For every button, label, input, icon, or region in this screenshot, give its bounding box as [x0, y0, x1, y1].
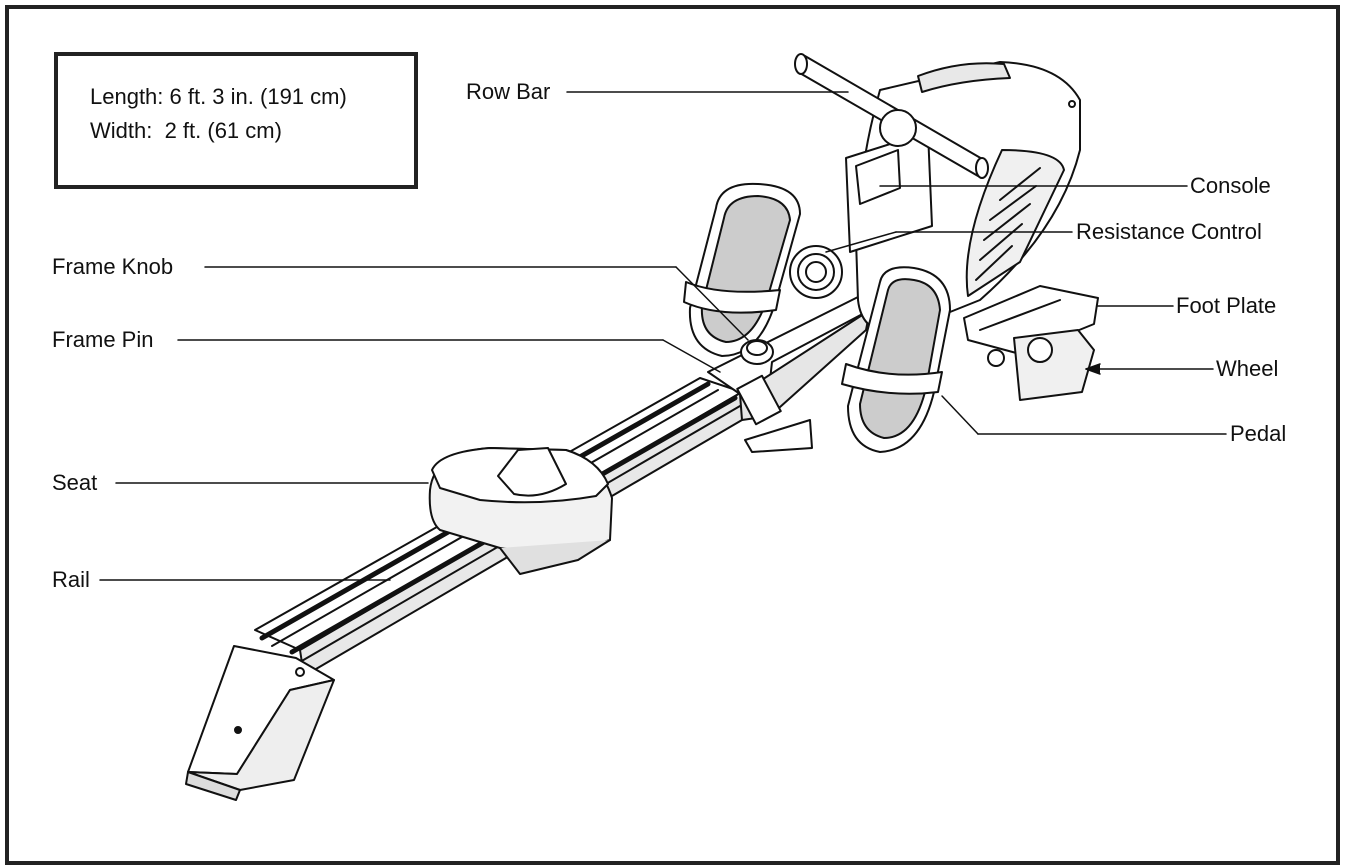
foot-plate — [963, 285, 1099, 355]
front-frame — [707, 295, 871, 453]
leader-lines — [99, 91, 1227, 581]
label-seat: Seat — [52, 470, 98, 495]
rear-foot — [185, 645, 335, 801]
label-rail: Rail — [52, 567, 90, 592]
right-pedal — [841, 266, 951, 453]
row-bar — [794, 53, 989, 179]
width-text: Width: 2 ft. (61 cm) — [90, 118, 282, 143]
label-console: Console — [1190, 173, 1271, 198]
label-frame-pin: Frame Pin — [52, 327, 154, 352]
label-resistance-control: Resistance Control — [1076, 219, 1262, 244]
left-pedal — [683, 182, 801, 357]
resistance-control — [789, 245, 843, 299]
seat — [428, 447, 613, 575]
console — [845, 131, 933, 253]
dimensions-box: Length: 6 ft. 3 in. (191 cm) Width: 2 ft… — [54, 52, 418, 189]
label-row-bar: Row Bar — [466, 79, 551, 104]
label-foot-plate: Foot Plate — [1176, 293, 1277, 318]
wheel — [987, 329, 1095, 401]
label-wheel: Wheel — [1216, 356, 1279, 381]
frame-knob — [740, 339, 774, 365]
length-text: Length: 6 ft. 3 in. (191 cm) — [90, 84, 347, 109]
label-pedal: Pedal — [1230, 421, 1287, 446]
label-frame-knob: Frame Knob — [52, 254, 174, 279]
